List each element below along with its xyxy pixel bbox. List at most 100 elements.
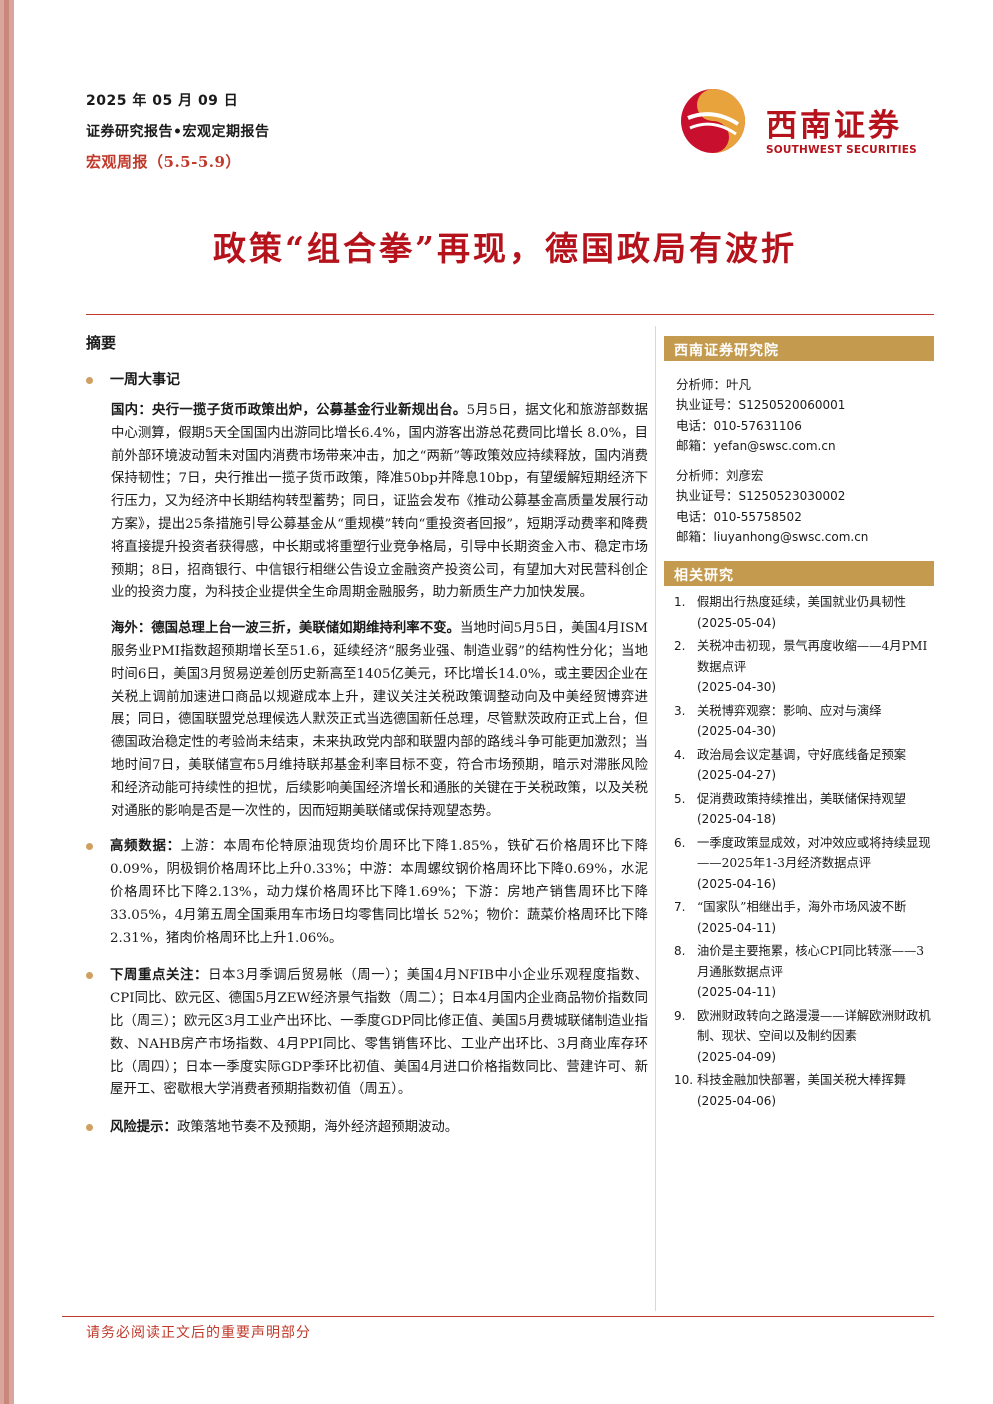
footer-disclaimer: 请务必阅读正文后的重要声明部分 [86, 1325, 311, 1341]
risk-row: 风险提示：政策落地节奏不及预期，海外经济超预期波动。 [86, 1116, 648, 1140]
analyst-cert-row: 执业证号：S1250520060001 [676, 395, 934, 415]
sidebar-column: 西南证券研究院 分析师：叶凡 执业证号：S1250520060001 电话：01… [664, 336, 934, 1114]
item-date: (2025-04-30) [697, 680, 777, 695]
list-item[interactable]: 10.科技金融加快部署，美国关税大棒挥舞(2025-04-06) [674, 1070, 934, 1111]
analyst-card: 分析师：叶凡 执业证号：S1250520060001 电话：010-576311… [664, 375, 934, 456]
report-meta: 2025 年 05 月 09 日 证券研究报告•宏观定期报告 宏观周报（5.5-… [86, 90, 269, 172]
high-freq-row: 高频数据：上游：本周布伦特原油现货均价周环比下降1.85%，铁矿石价格周环比下降… [86, 835, 648, 950]
item-title: “国家队”相继出手，海外市场风波不断 [697, 900, 907, 915]
week-events-row: 一周大事记 [86, 369, 648, 391]
left-bar-stripe [4, 0, 9, 1404]
item-date: (2025-05-04) [697, 615, 777, 630]
item-title: 科技金融加快部署，美国关税大棒挥舞 [697, 1073, 907, 1088]
analyst-cert-row: 执业证号：S1250523030002 [676, 486, 934, 506]
item-title: 关税冲击初现，景气再度收缩——4月PMI数据点评 [697, 639, 928, 674]
analyst-tel-label: 电话： [676, 508, 714, 524]
list-item[interactable]: 7. “国家队”相继出手，海外市场风波不断 (2025-04-11) [674, 897, 934, 938]
item-title: 假期出行热度延续，美国就业仍具韧性 [697, 595, 907, 610]
item-number: 6. [674, 835, 686, 850]
overseas-text: 当地时间5月5日，美国4月ISM服务业PMI指数超预期增长至51.6，延续经济“… [111, 621, 649, 819]
analyst-name-row: 分析师：刘彦宏 [676, 466, 934, 486]
item-number: 1. [674, 595, 686, 610]
item-date: (2025-04-30) [697, 724, 777, 739]
high-freq-paragraph: 高频数据：上游：本周布伦特原油现货均价周环比下降1.85%，铁矿石价格周环比下降… [110, 835, 648, 950]
item-number: 4. [674, 747, 686, 762]
next-week-row: 下周重点关注：日本3月季调后贸易帐（周一）；美国4月NFIB中小企业乐观程度指数… [86, 964, 648, 1102]
bullet-dot-icon [86, 377, 93, 384]
item-title: 促消费政策持续推出，美联储保持观望 [697, 791, 907, 806]
domestic-text: 5月5日，据文化和旅游部数据中心测算，假期5天全国国内出游同比增长6.4%，国内… [111, 403, 648, 601]
domestic-lead: 国内：央行一揽子货币政策出炉，公募基金行业新规出台。 [111, 402, 467, 418]
company-logo: 西南证券 SOUTHWEST SECURITIES [680, 88, 930, 160]
item-number: 8. [674, 944, 686, 959]
logo-emblem-icon [681, 89, 745, 153]
list-item[interactable]: 9.欧洲财政转向之路漫漫——详解欧洲财政机制、现状、空间以及制约因素(2025-… [674, 1006, 934, 1068]
analyst-name-label: 分析师： [676, 468, 727, 484]
item-number: 2. [674, 639, 686, 654]
next-week-paragraph: 下周重点关注：日本3月季调后贸易帐（周一）；美国4月NFIB中小企业乐观程度指数… [110, 964, 648, 1102]
analyst-email-label: 邮箱： [676, 529, 714, 545]
institute-heading: 西南证券研究院 [664, 336, 934, 361]
list-item[interactable]: 6. 一季度政策显成效，对冲效应或将持续显现——2025年1-3月经济数据点评 (2… [674, 833, 934, 895]
item-number: 7. [674, 900, 686, 915]
item-date: (2025-04-11) [697, 920, 777, 935]
report-title: 政策“组合拳”再现，德国政局有波折 [213, 229, 797, 268]
list-item[interactable]: 3.关税博弈观察：影响、应对与演绎(2025-04-30) [674, 701, 934, 742]
analyst-name-label: 分析师： [676, 377, 727, 392]
risk-text: 政策落地节奏不及预期，海外经济超预期波动。 [176, 1120, 459, 1136]
overseas-paragraph: 海外：德国总理上台一波三折，美联储如期维持利率不变。当地时间5月5日，美国4月I… [86, 617, 648, 823]
list-item[interactable]: 1. 假期出行热度延续，美国就业仍具韧性 (2025-05-04) [674, 592, 934, 633]
related-research-heading: 相关研究 [664, 561, 934, 587]
analyst-name: 叶凡 [726, 377, 752, 392]
risk-lead: 风险提示： [110, 1119, 177, 1136]
item-number: 5. [674, 791, 686, 806]
list-item[interactable]: 8. 油价是主要拖累，核心CPI同比转涨——3月通胀数据点评 (2025-04-11… [674, 941, 934, 1003]
item-title: 油价是主要拖累，核心CPI同比转涨——3月通胀数据点评 [697, 944, 925, 979]
item-title: 一季度政策显成效，对冲效应或将持续显现——2025年1-3月经济数据点评 [697, 835, 931, 871]
list-item[interactable]: 4. 政治局会议定基调，守好底线备足预案 (2025-04-27) [674, 745, 934, 786]
list-item[interactable]: 2. 关税冲击初现，景气再度收缩——4月PMI数据点评 (2025-04-30) [674, 636, 934, 698]
analyst-card: 分析师：刘彦宏 执业证号：S1250523030002 电话：010-55758… [664, 466, 934, 547]
logo-name-cn: 西南证券 [766, 108, 902, 144]
analyst-tel-label: 电话： [676, 417, 714, 433]
summary-heading: 摘要 [86, 334, 117, 352]
bullet-dot-icon [86, 843, 93, 851]
analyst-tel: 010-55758502 [713, 509, 802, 524]
report-series: 宏观周报（5.5-5.9） [86, 153, 241, 171]
analyst-email-link[interactable]: liuyanhong@swsc.com.cn [713, 530, 869, 545]
analyst-tel-row: 电话：010-55758502 [676, 507, 934, 527]
analyst-name-row: 分析师：叶凡 [676, 375, 934, 395]
overseas-lead: 海外：德国总理上台一波三折，美联储如期维持利率不变。 [111, 620, 460, 637]
next-week-text: 日本3月季调后贸易帐（周一）；美国4月NFIB中小企业乐观程度指数、CPI同比、… [110, 968, 648, 1098]
next-week-lead: 下周重点关注： [110, 967, 209, 984]
title-divider [86, 314, 934, 315]
column-divider [655, 326, 656, 1311]
analyst-cert: S1250523030002 [738, 489, 846, 504]
analyst-cert-label: 执业证号： [676, 488, 739, 504]
summary-column: 摘要 一周大事记 国内：央行一揽子货币政策出炉，公募基金行业新规出台。5月5日，… [86, 330, 648, 1140]
analyst-cert: S1250520060001 [738, 398, 846, 413]
high-freq-lead: 高频数据： [110, 838, 181, 855]
analyst-tel-row: 电话：010-57631106 [676, 416, 934, 436]
analyst-tel: 010-57631106 [713, 418, 802, 433]
high-freq-text: 上游：本周布伦特原油现货均价周环比下降1.85%，铁矿石价格周环比下降0.09%… [110, 839, 648, 946]
item-number: 3. [674, 703, 686, 718]
item-number: 9. [674, 1008, 686, 1023]
item-date: (2025-04-27) [697, 768, 777, 783]
bullet-dot-icon [86, 972, 93, 980]
item-date: (2025-04-11) [697, 985, 777, 1000]
analyst-email-label: 邮箱： [676, 437, 714, 453]
list-item[interactable]: 5. 促消费政策持续推出，美联储保持观望 (2025-04-18) [674, 789, 934, 830]
week-events-label: 一周大事记 [110, 372, 180, 388]
logo-name-en: SOUTHWEST SECURITIES [766, 144, 917, 156]
item-title: 政治局会议定基调，守好底线备足预案 [697, 747, 907, 762]
item-title: 欧洲财政转向之路漫漫——详解欧洲财政机制、现状、空间以及制约因素 [697, 1008, 931, 1044]
item-date: (2025-04-16) [697, 876, 777, 891]
analyst-email-row: 邮箱：yefan@swsc.com.cn [676, 436, 934, 456]
analyst-email-link[interactable]: yefan@swsc.com.cn [713, 438, 836, 453]
item-date: (2025-04-18) [697, 812, 777, 827]
left-decorative-bar [0, 0, 14, 1404]
analyst-name: 刘彦宏 [726, 468, 764, 484]
bullet-dot-icon [86, 1124, 93, 1132]
related-research-list: 1. 假期出行热度延续，美国就业仍具韧性 (2025-05-04) 2. 关税冲击初现… [664, 592, 934, 1111]
